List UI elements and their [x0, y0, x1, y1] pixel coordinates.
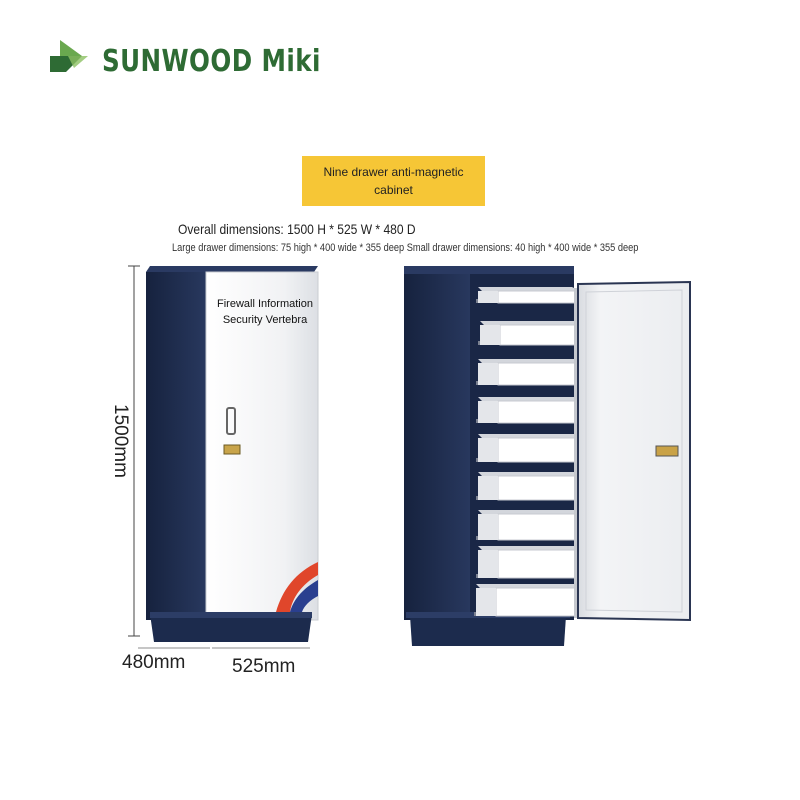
- drawer[interactable]: [476, 359, 591, 386]
- open-door: [574, 280, 691, 622]
- height-label: 1500mm: [110, 404, 131, 478]
- drawer[interactable]: [476, 287, 581, 304]
- overall-dimensions: Overall dimensions: 1500 H * 525 W * 480…: [178, 221, 416, 237]
- swoosh-red: [276, 562, 318, 612]
- drawer[interactable]: [478, 321, 586, 346]
- product-label-text: Nine drawer anti-magnetic cabinet: [323, 165, 464, 197]
- brand-name: SUNWOOD Miki: [102, 44, 321, 79]
- keypad-lock-icon: [223, 444, 241, 455]
- swoosh-blue: [290, 580, 318, 612]
- product-label: Nine drawer anti-magnetic cabinet: [302, 156, 485, 206]
- open-door-lock-icon: [655, 445, 679, 457]
- door-handle-icon: [226, 407, 236, 435]
- drawer[interactable]: [476, 397, 593, 424]
- cabinet-door-text: Firewall Information Security Vertebra: [217, 298, 313, 326]
- leaf-arrow-logo-icon: [50, 40, 88, 72]
- width-label: 525mm: [232, 656, 296, 677]
- height-dimension-line: [128, 265, 140, 637]
- depth-label: 480mm: [122, 652, 186, 673]
- drawer-dimensions: Large drawer dimensions: 75 high * 400 w…: [172, 242, 639, 254]
- closed-cabinet: [146, 266, 319, 642]
